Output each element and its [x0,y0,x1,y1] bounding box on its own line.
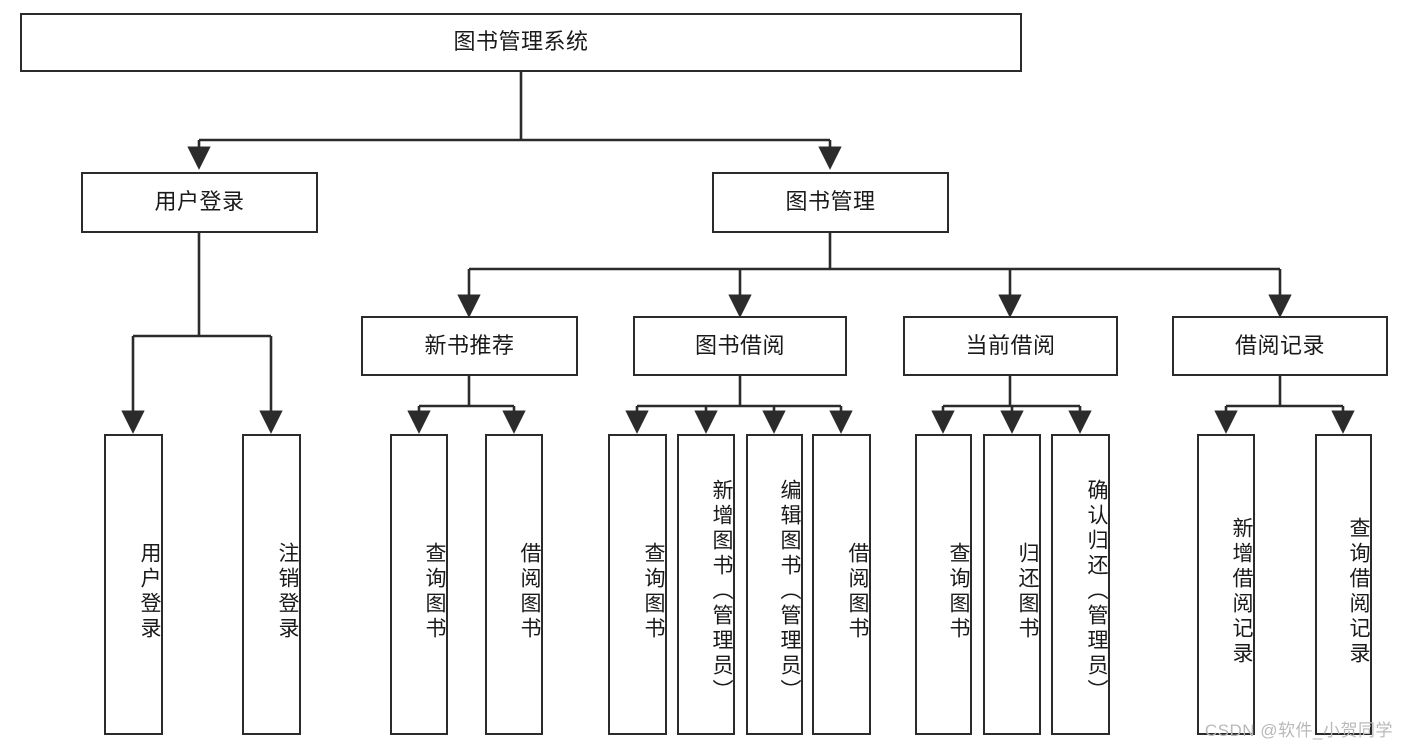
node-user-login[interactable]: 用户登录 [81,172,318,233]
leaf-confirm-return-label: 确认归还（管理员） [1085,479,1108,704]
leaf-edit-book[interactable]: 编辑图书（管理员） [746,434,803,735]
leaf-confirm-return[interactable]: 确认归还（管理员） [1051,434,1110,735]
leaf-borrow-book-1[interactable]: 借阅图书 [485,434,543,735]
node-current-borrow-label: 当前借阅 [965,332,1056,358]
leaf-add-book[interactable]: 新增图书（管理员） [677,434,735,735]
leaf-borrow-book-2[interactable]: 借阅图书 [812,434,871,735]
leaf-query-book-1-label: 查询图书 [423,541,446,642]
leaf-query-record[interactable]: 查询借阅记录 [1315,434,1372,735]
leaf-return-book-label: 归还图书 [1016,541,1039,642]
leaf-query-book-2-label: 查询图书 [642,541,665,642]
node-borrow-record-label: 借阅记录 [1234,332,1325,358]
leaf-borrow-book-1-label: 借阅图书 [518,541,541,642]
node-current-borrow[interactable]: 当前借阅 [903,316,1118,376]
leaf-query-book-2[interactable]: 查询图书 [608,434,667,735]
leaf-edit-book-label: 编辑图书（管理员） [778,479,801,704]
node-root[interactable]: 图书管理系统 [20,13,1022,72]
leaf-user-login-label: 用户登录 [138,541,161,642]
leaf-query-record-label: 查询借阅记录 [1347,516,1370,667]
node-root-label: 图书管理系统 [453,29,589,55]
node-new-book-recommend[interactable]: 新书推荐 [361,316,578,376]
node-new-book-recommend-label: 新书推荐 [424,332,515,358]
leaf-borrow-book-2-label: 借阅图书 [846,541,869,642]
leaf-return-book[interactable]: 归还图书 [983,434,1041,735]
leaf-query-book-1[interactable]: 查询图书 [390,434,448,735]
node-borrow-record[interactable]: 借阅记录 [1172,316,1388,376]
leaf-add-book-label: 新增图书（管理员） [710,479,733,704]
leaf-logout-login[interactable]: 注销登录 [242,434,301,735]
node-book-manage-label: 图书管理 [785,189,876,215]
node-book-borrow-label: 图书借阅 [694,332,785,358]
leaf-add-record-label: 新增借阅记录 [1230,516,1253,667]
node-user-login-label: 用户登录 [154,189,245,215]
node-book-manage[interactable]: 图书管理 [712,172,949,233]
leaf-logout-login-label: 注销登录 [276,541,299,642]
leaf-user-login[interactable]: 用户登录 [104,434,163,735]
node-book-borrow[interactable]: 图书借阅 [633,316,847,376]
leaf-add-record[interactable]: 新增借阅记录 [1197,434,1255,735]
leaf-query-book-3[interactable]: 查询图书 [915,434,972,735]
leaf-query-book-3-label: 查询图书 [947,541,970,642]
